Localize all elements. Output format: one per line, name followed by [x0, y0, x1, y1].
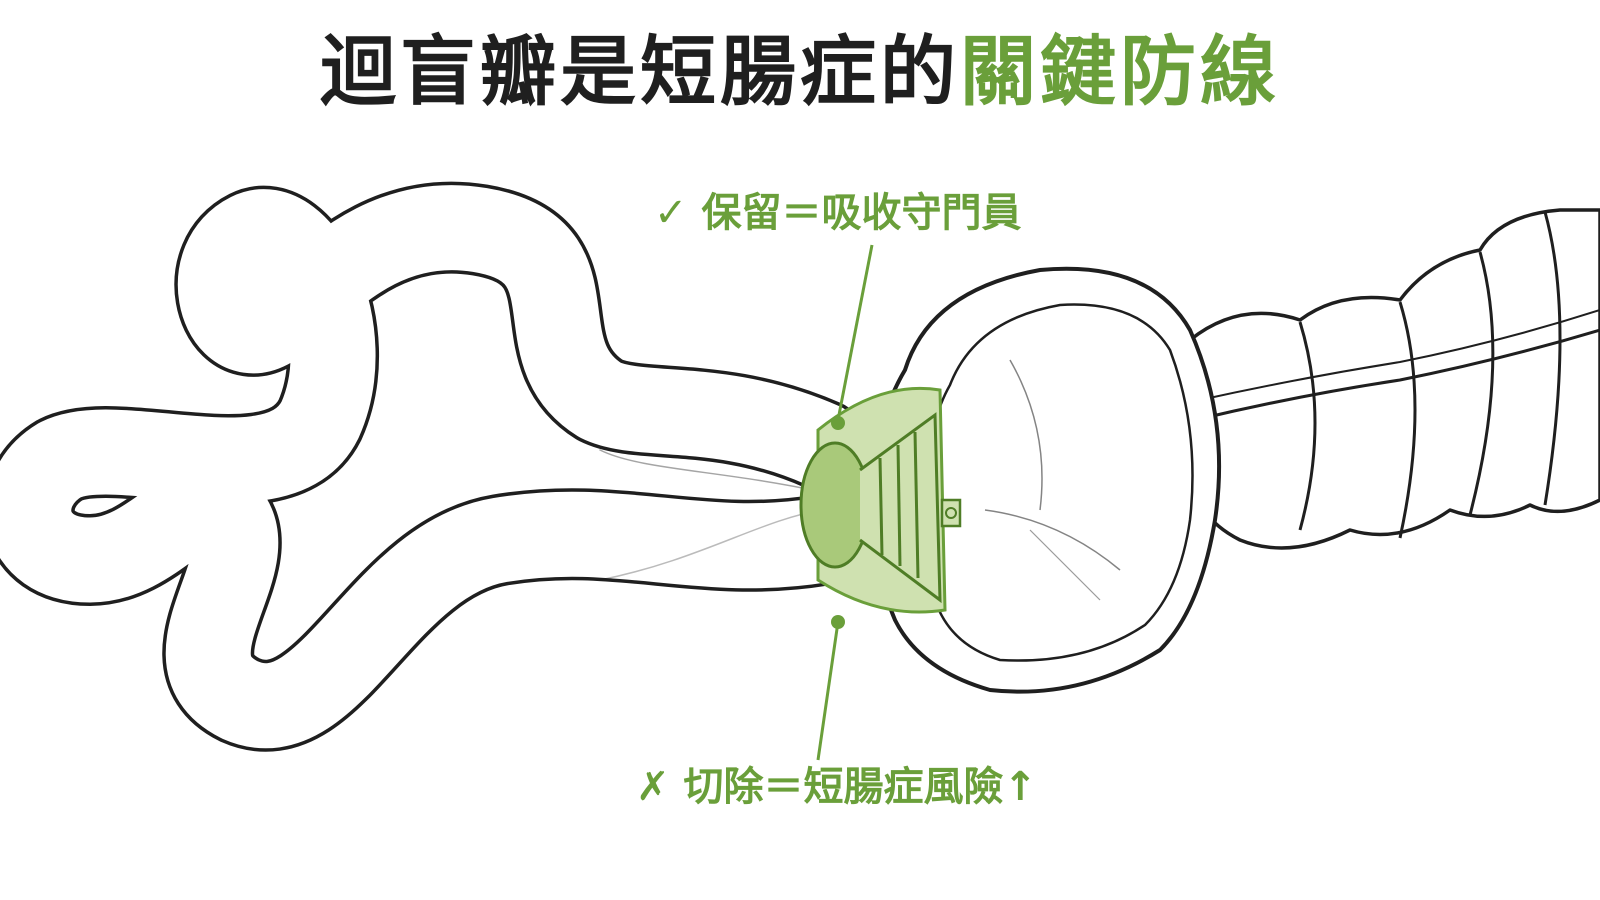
callout-lines [816, 244, 874, 761]
callout-cut: ✗ 切除＝短腸症風險↑ [636, 762, 1037, 812]
callout-cut-text: 切除＝短腸症風險↑ [683, 764, 1038, 810]
cut-leader-dot [831, 615, 845, 629]
keep-leader-dot [831, 416, 845, 430]
check-icon: ✓ [654, 190, 688, 236]
ileocecal-valve [799, 386, 962, 614]
cut-leader-line [816, 621, 840, 761]
callout-keep-text: 保留＝吸收守門員 [701, 190, 1022, 236]
keep-leader-line [836, 244, 874, 421]
cross-icon: ✗ [636, 764, 670, 810]
callout-keep: ✓ 保留＝吸收守門員 [654, 188, 1022, 238]
page-title: 迴盲瓣是短腸症的關鍵防線 [0, 22, 1600, 122]
title-dark-part: 迴盲瓣是短腸症的 [320, 27, 960, 116]
cecum [868, 266, 1222, 694]
small-intestine [0, 181, 868, 752]
title-green-part: 關鍵防線 [960, 27, 1280, 116]
colon [1188, 208, 1600, 550]
